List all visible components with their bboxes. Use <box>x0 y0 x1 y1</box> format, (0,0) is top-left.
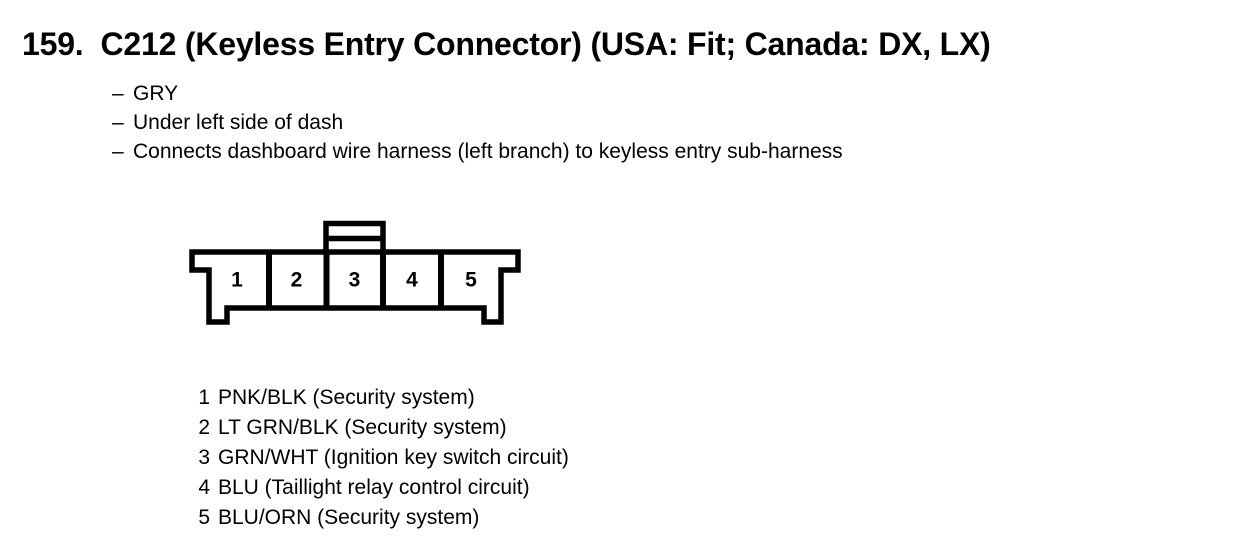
note-line: – Under left side of dash <box>112 108 843 137</box>
page-title: 159. C212 (Keyless Entry Connector) (USA… <box>22 27 991 62</box>
note-line: – Connects dashboard wire harness (left … <box>112 137 843 166</box>
pin-row: 1 PNK/BLK (Security system) <box>196 383 569 413</box>
connector-pin-3-label: 3 <box>349 269 361 292</box>
pin-row: 3 GRN/WHT (Ignition key switch circuit) <box>196 443 569 473</box>
pin-description: GRN/WHT (Ignition key switch circuit) <box>218 446 569 469</box>
pin-row: 5 BLU/ORN (Security system) <box>196 503 569 533</box>
connector-title: C212 (Keyless Entry Connector) (USA: Fit… <box>100 26 991 62</box>
pin-number: 3 <box>198 446 210 469</box>
bullet-dash: – <box>112 82 124 105</box>
pin-number: 4 <box>198 476 210 499</box>
pin-row: 2 LT GRN/BLK (Security system) <box>196 413 569 443</box>
bullet-dash: – <box>112 140 124 163</box>
pin-number: 2 <box>198 416 210 439</box>
connector-pin-5-label: 5 <box>465 269 477 292</box>
connector-cavity-dividers <box>266 252 444 308</box>
connector-lock-tab <box>323 220 386 252</box>
pin-description-list: 1 PNK/BLK (Security system) 2 LT GRN/BLK… <box>196 383 569 533</box>
pin-description: BLU (Taillight relay control circuit) <box>218 476 530 499</box>
pin-description: PNK/BLK (Security system) <box>218 386 475 409</box>
connector-pin-4-label: 4 <box>406 269 418 292</box>
notes-list: – GRY – Under left side of dash – Connec… <box>112 79 843 166</box>
pin-row: 4 BLU (Taillight relay control circuit) <box>196 473 569 503</box>
note-color: GRY <box>133 82 179 105</box>
pin-description: BLU/ORN (Security system) <box>218 506 480 529</box>
connector-diagram: 1 2 3 4 5 <box>189 220 521 325</box>
connector-outline-shape <box>189 249 521 325</box>
pin-number: 5 <box>198 506 210 529</box>
note-function: Connects dashboard wire harness (left br… <box>133 140 843 163</box>
note-location: Under left side of dash <box>133 111 344 134</box>
connector-pin-2-label: 2 <box>291 269 303 292</box>
bullet-dash: – <box>112 111 124 134</box>
note-line: – GRY <box>112 79 843 108</box>
pin-description: LT GRN/BLK (Security system) <box>218 416 507 439</box>
pin-number: 1 <box>198 386 210 409</box>
item-number: 159. <box>22 26 84 62</box>
connector-pin-1-label: 1 <box>231 269 243 292</box>
